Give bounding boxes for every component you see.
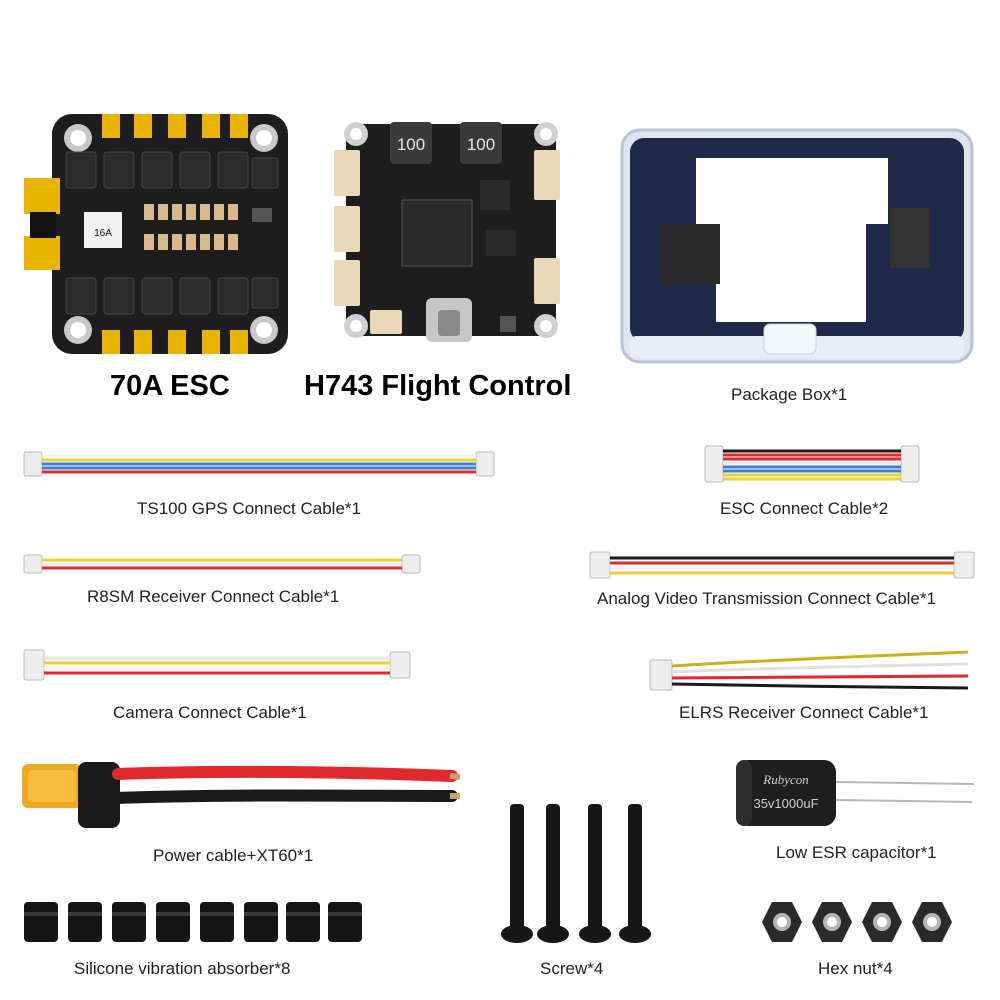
r8sm-cable-image (23, 554, 421, 574)
hex-nut-label: Hex nut*4 (818, 959, 893, 978)
capacitor-rating-mark: 35v1000uF (753, 796, 818, 811)
silicone-absorbers-image (24, 902, 362, 942)
ts100-cable-image (23, 451, 495, 477)
flight-controller-board-image: 100 100 (334, 122, 560, 342)
elrs-cable-label: ELRS Receiver Connect Cable*1 (679, 703, 929, 722)
power-cable-xt60-image (22, 762, 461, 828)
analog-vtx-cable-label: Analog Video Transmission Connect Cable*… (597, 589, 936, 608)
screw-label: Screw*4 (540, 959, 604, 978)
esc-connect-cable-image (704, 445, 920, 483)
esc-chip-mark: 16A (94, 228, 112, 239)
capacitor-brand-mark: Rubycon (762, 772, 808, 787)
esc-cable-label: ESC Connect Cable*2 (720, 499, 889, 518)
package-box-label: Package Box*1 (731, 385, 848, 404)
package-box-image (620, 128, 974, 364)
absorber-label: Silicone vibration absorber*8 (74, 959, 291, 978)
capacitor-image: Rubycon 35v1000uF (736, 760, 975, 826)
inductor-mark-2: 100 (467, 135, 495, 154)
camera-cable-image (23, 649, 411, 681)
inductor-mark-1: 100 (397, 135, 425, 154)
capacitor-label: Low ESR capacitor*1 (776, 843, 937, 862)
analog-vtx-cable-image (589, 551, 975, 579)
screws-image (501, 804, 651, 943)
camera-cable-label: Camera Connect Cable*1 (113, 703, 307, 722)
esc-title: 70A ESC (110, 370, 230, 402)
hex-nuts-image (762, 902, 952, 942)
elrs-cable-image (649, 650, 969, 691)
r8sm-cable-label: R8SM Receiver Connect Cable*1 (87, 587, 340, 606)
flight-control-title: H743 Flight Control (304, 370, 572, 402)
ts100-cable-label: TS100 GPS Connect Cable*1 (137, 499, 361, 518)
esc-board-image: 16A (24, 114, 288, 354)
power-cable-label: Power cable+XT60*1 (153, 846, 314, 865)
